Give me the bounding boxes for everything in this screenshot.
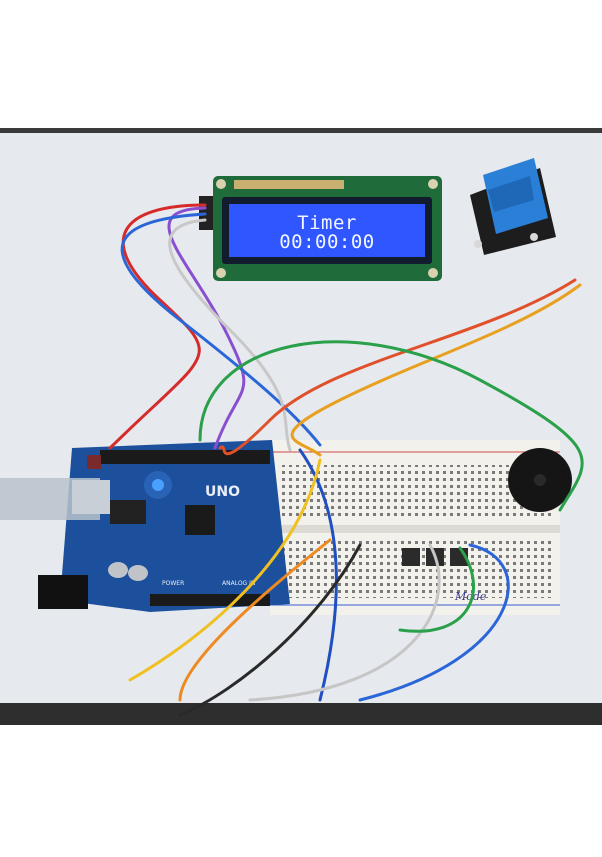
analog-label: ANALOG IN (222, 580, 255, 587)
relay-module (470, 158, 556, 255)
table-bottom-edge (0, 703, 602, 725)
digital-header (100, 450, 270, 464)
wire-black (178, 543, 362, 717)
lcd-module: Timer 00:00:00 (199, 176, 442, 281)
power-label: POWER (162, 580, 184, 587)
wire-orange (218, 278, 577, 456)
power-led (152, 479, 164, 491)
table-top-edge (0, 128, 602, 133)
wire-grey (248, 543, 441, 702)
dc-jack (38, 575, 88, 609)
wire-red (108, 203, 207, 450)
lcd-line2: 00:00:00 (279, 231, 375, 253)
uno-logo: UNO (205, 484, 240, 500)
wire-blue-3 (358, 543, 510, 702)
lcd-line1: Timer (297, 212, 357, 234)
breadboard-note: Mode (454, 590, 487, 603)
wire-white (168, 218, 292, 452)
wire-green (198, 340, 584, 512)
usb-port (72, 480, 110, 514)
reset-button (87, 455, 101, 469)
top-border (0, 0, 602, 130)
buzzer (508, 448, 572, 512)
wire-purple (167, 206, 246, 450)
wire-yellow-2 (128, 458, 322, 682)
wire-orange-2 (178, 538, 332, 702)
jumper-wires (108, 203, 584, 717)
wire-blue (120, 212, 322, 447)
arduino-uno-board: UNO POWER ANALOG IN (0, 440, 290, 612)
wire-green-2 (398, 546, 475, 633)
lcd-screen (229, 204, 425, 257)
atmega-chip (185, 505, 215, 535)
lcd-header-pins (234, 180, 344, 189)
wire-yellow (290, 283, 582, 457)
bottom-border (0, 725, 602, 857)
